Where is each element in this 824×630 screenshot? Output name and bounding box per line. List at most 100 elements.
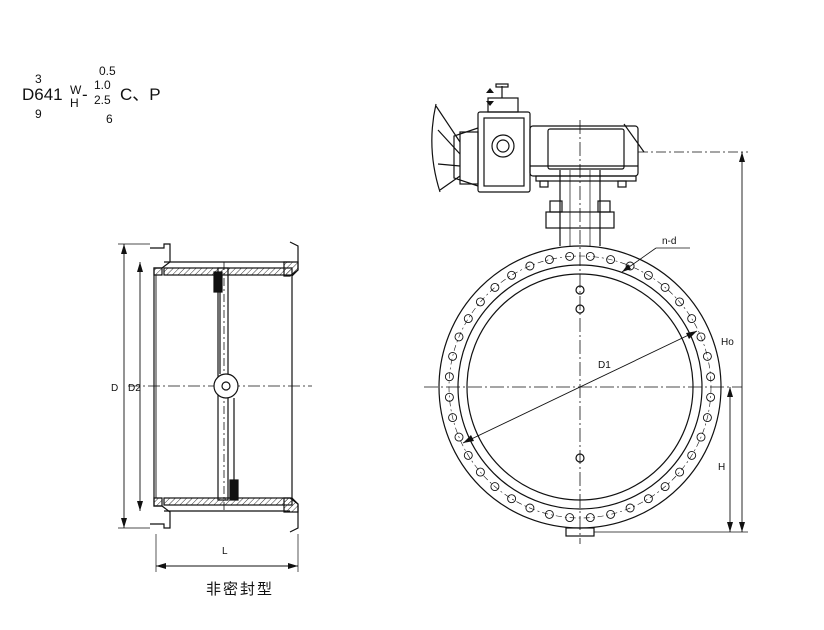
bolt-hole — [706, 392, 716, 402]
disc-bolt-3 — [575, 453, 585, 463]
handwheel-spoke-3 — [437, 163, 461, 167]
model-sub-mid: H — [70, 96, 79, 110]
bolt-hole — [585, 251, 595, 261]
disc-bolt-1 — [575, 285, 585, 295]
side-view — [118, 241, 312, 572]
bolt-hole — [696, 432, 706, 442]
label-h: H — [718, 462, 725, 473]
model-pressure-mid: 1.0 — [94, 78, 111, 92]
model-pressure-top: 0.5 — [99, 64, 116, 78]
label-d1: D1 — [598, 360, 611, 371]
actuator-top-terminal — [487, 97, 519, 113]
bolt-hole — [585, 513, 595, 523]
bolt-hole — [444, 392, 454, 402]
bolt-hole — [675, 297, 685, 307]
bolt-hole — [544, 509, 554, 519]
gearbox-cover — [547, 128, 625, 170]
bolt-hole — [544, 255, 554, 265]
label-ho: Ho — [721, 337, 734, 348]
disc-bottom-seal — [229, 479, 239, 501]
bolt-hole — [660, 482, 670, 492]
bolt-hole — [643, 494, 653, 504]
flange-hatch-br — [283, 497, 299, 513]
bolt-hole — [687, 314, 697, 324]
model-sup-mid: W — [70, 83, 82, 97]
disc-bolt-2 — [575, 304, 585, 314]
label-nd: n-d — [662, 236, 676, 247]
disc-top-seal — [213, 271, 223, 293]
front-dim-arrows — [463, 88, 745, 532]
bolt-hole — [507, 270, 517, 280]
model-sub-left: 9 — [35, 107, 42, 121]
label-d: D — [111, 383, 118, 394]
model-suffix: C、P — [120, 85, 161, 104]
dim-d1-line — [462, 330, 698, 444]
bolt-holes — [444, 251, 716, 523]
actuator-inner — [483, 117, 525, 187]
handwheel-spoke-2 — [437, 129, 461, 155]
bolt-hole — [606, 509, 616, 519]
shaft-hub — [213, 373, 239, 399]
bore-circle — [466, 273, 694, 501]
actuator-top-cap — [495, 83, 509, 88]
actuator-port-inner — [496, 139, 510, 153]
bolt-hole — [696, 332, 706, 342]
bracket-bolt-left — [549, 200, 563, 213]
flange-hatch-tl — [153, 267, 163, 276]
flange-hatch-tr — [283, 261, 299, 277]
bolt-hole — [444, 372, 454, 382]
right-flange — [289, 241, 299, 533]
bolt-hole — [702, 413, 712, 423]
actuator-handwheel-hub — [459, 131, 479, 185]
bolt-hole — [463, 314, 473, 324]
bolt-hole — [702, 351, 712, 361]
model-dash: - — [82, 85, 88, 104]
bolt-hole — [507, 494, 517, 504]
bolt-hole — [525, 261, 535, 271]
actuator-port-outer — [491, 134, 515, 158]
model-pressure-low: 2.5 — [94, 93, 111, 107]
bolt-hole — [706, 372, 716, 382]
gearbox-foot-left — [539, 180, 549, 188]
bracket-bolt-right — [597, 200, 611, 213]
bolt-hole — [625, 503, 635, 513]
bolt-hole — [565, 251, 575, 261]
gearbox-edge — [623, 123, 645, 153]
bolt-hole — [454, 332, 464, 342]
neck-bracket — [545, 211, 615, 229]
handwheel-spoke-4 — [439, 175, 461, 191]
bolt-hole — [475, 467, 485, 477]
bolt-hole — [687, 450, 697, 460]
bolt-hole — [490, 482, 500, 492]
drawing-caption: 非密封型 — [205, 580, 274, 598]
bolt-hole — [490, 282, 500, 292]
body-circle — [457, 264, 703, 510]
bolt-hole — [475, 297, 485, 307]
bolt-hole — [606, 255, 616, 265]
front-view — [424, 83, 748, 544]
side-dim-arrows — [121, 244, 298, 569]
bolt-hole — [625, 261, 635, 271]
gearbox-foot-right — [617, 180, 627, 188]
bolt-hole — [643, 270, 653, 280]
bolt-hole — [454, 432, 464, 442]
handwheel-spoke-1 — [435, 105, 461, 143]
bolt-hole — [463, 450, 473, 460]
label-d2: D2 — [128, 383, 141, 394]
gearbox-plate — [535, 175, 637, 182]
handwheel-rim — [431, 103, 441, 193]
bolt-hole — [565, 513, 575, 523]
shaft-hub-inner — [221, 381, 231, 391]
bolt-hole — [675, 467, 685, 477]
bolt-hole — [448, 413, 458, 423]
bolt-pitch-circle — [448, 255, 712, 519]
bolt-hole — [448, 351, 458, 361]
model-code: 3 D641 9 W H - 0.5 1.0 2.5 6 C、P — [22, 64, 197, 134]
model-pressure-bot: 6 — [106, 112, 113, 126]
flange-hatch-bl — [153, 497, 163, 507]
model-sup-left: 3 — [35, 72, 42, 86]
model-base: D641 — [22, 85, 63, 104]
bolt-hole — [525, 503, 535, 513]
left-flange — [150, 243, 171, 529]
